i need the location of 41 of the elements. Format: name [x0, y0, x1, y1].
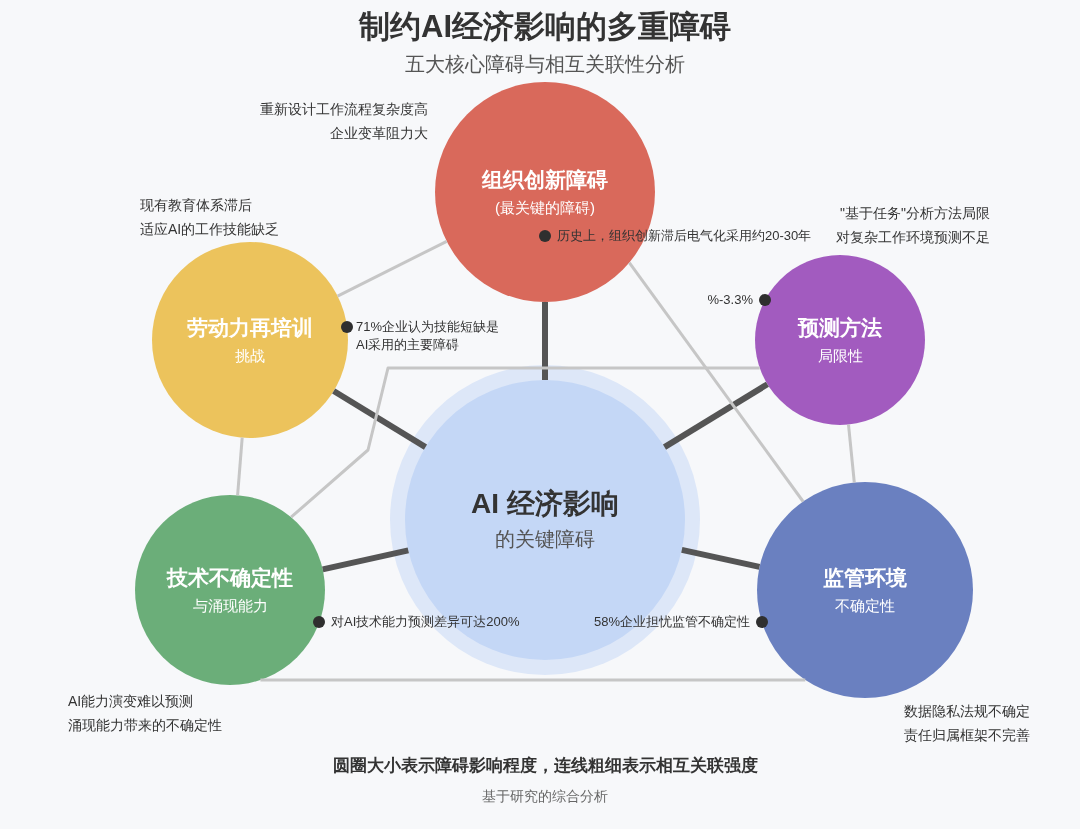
statistic-text: 58%企业担忧监管不确定性 [593, 613, 750, 631]
subtitle: 五大核心障碍与相互关联性分析 [405, 52, 685, 77]
connector-line [336, 239, 448, 298]
circle-subtitle: (最关键的障碍) [495, 198, 595, 218]
connector-line [628, 261, 805, 503]
issue-text: 数据隐私法规不确定 [904, 702, 1030, 720]
issue-text: 适应AI的工作技能缺乏 [140, 220, 280, 238]
issue-text: 重新设计工作流程复杂度高 [260, 100, 428, 118]
issue-text: 责任归属框架不完善 [904, 726, 1030, 744]
circle-title: 组织创新障碍 [482, 167, 608, 193]
source-note: 基于研究的综合分析 [482, 787, 608, 806]
circle-subtitle: 与涌现能力 [192, 596, 268, 616]
circle-title: 劳动力再培训 [187, 315, 313, 341]
issue-text: AI能力演变难以预测 [68, 692, 194, 710]
circle-subtitle: 挑战 [235, 346, 265, 366]
connector-line [681, 546, 761, 570]
issue-text: "基于任务"分析方法局限 [840, 204, 990, 222]
connector-line [847, 424, 856, 483]
statistic-text: 对AI技术能力预测差异可达200% [331, 613, 520, 631]
connector-line [260, 678, 806, 682]
circle-subtitle: 的关键障碍 [495, 527, 595, 552]
connector-line [662, 381, 769, 450]
statistic-text: 71%企业认为技能短缺是AI采用的主要障碍 [356, 318, 501, 354]
issue-text: 对复杂工作环境预测不足 [836, 228, 990, 246]
issue-text: 企业变革阻力大 [330, 124, 428, 142]
circle-title: AI 经济影响 [471, 487, 619, 521]
connector-line [322, 547, 409, 573]
circle-title: 监管环境 [823, 565, 907, 591]
connector-line [332, 388, 428, 450]
circle-title: 预测方法 [798, 315, 882, 341]
circle-subtitle: 局限性 [817, 346, 863, 366]
issue-text: 现有教育体系滞后 [140, 196, 252, 214]
connector-line [236, 437, 244, 496]
circle-subtitle: 不确定性 [835, 596, 895, 616]
connector-line [290, 366, 760, 519]
caption: 圆圈大小表示障碍影响程度，连线粗细表示相互关联强度 [332, 755, 758, 777]
statistic-text: %-3.3% [707, 291, 753, 309]
connector-line [542, 302, 548, 380]
circle-title: 技术不确定性 [167, 565, 293, 591]
issue-text: 涌现能力带来的不确定性 [68, 716, 222, 734]
title: 制约AI经济影响的多重障碍 [359, 8, 731, 46]
